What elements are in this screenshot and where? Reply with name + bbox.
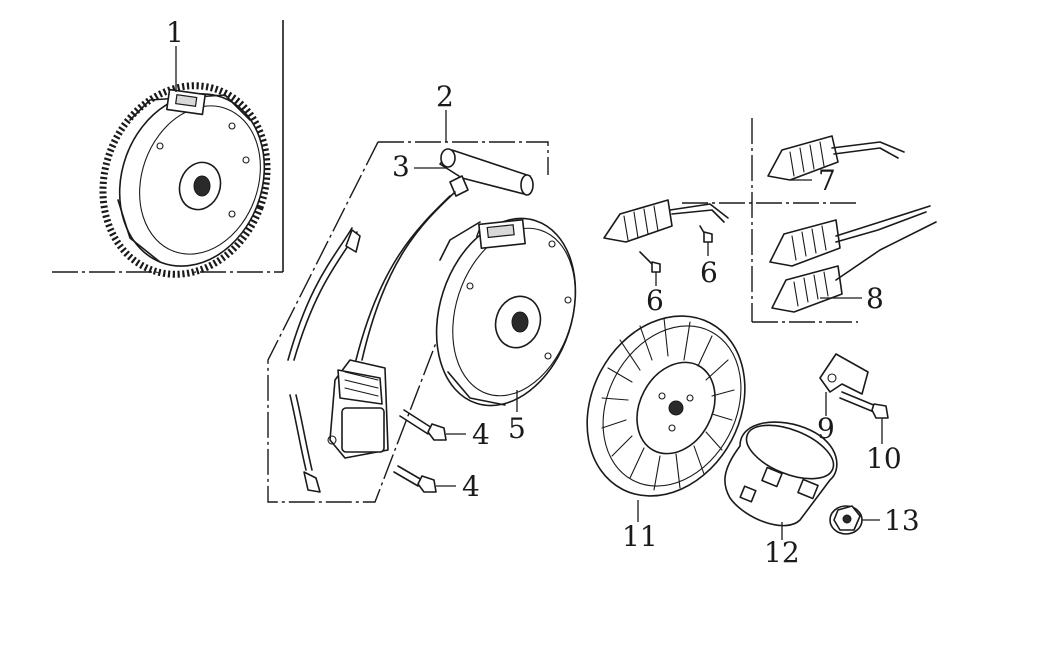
callout-4-lower: 4 [462,470,480,503]
callout-6-right: 6 [700,256,718,289]
callout-1: 1 [166,16,184,49]
callout-8: 8 [866,282,884,315]
callout-10: 10 [866,442,902,475]
callout-12: 12 [764,536,800,569]
bolt-bracket [839,391,889,419]
callout-5: 5 [508,412,526,445]
callout-2: 2 [436,80,454,113]
charging-coil-middle [603,199,729,243]
flywheel-ring-gear [99,82,271,278]
charging-coil-upper [767,135,905,181]
starter-cup [724,421,838,527]
flywheel [435,217,577,407]
callout-13: 13 [884,504,920,537]
bracket [819,353,869,395]
spark-plug-cap [439,148,534,197]
callout-11: 11 [622,520,658,553]
callout-6-left: 6 [646,284,664,317]
callout-4-upper: 4 [472,418,490,451]
frame-part-2 [267,110,549,503]
callout-9: 9 [817,412,835,445]
screw-right [699,225,713,243]
screw-left [639,251,661,273]
callout-3: 3 [392,150,410,183]
ignition-coil [287,191,456,493]
cooling-fan [586,315,746,497]
bolt-upper [399,409,447,441]
flange-nut [829,505,863,535]
charging-coil-lower [769,205,937,313]
callout-7: 7 [818,164,836,197]
frame-parts-7-8 [682,118,858,323]
callout-labels: 1 2 3 4 4 5 6 6 7 8 9 10 11 12 13 [166,16,920,569]
bolt-lower [393,465,437,493]
